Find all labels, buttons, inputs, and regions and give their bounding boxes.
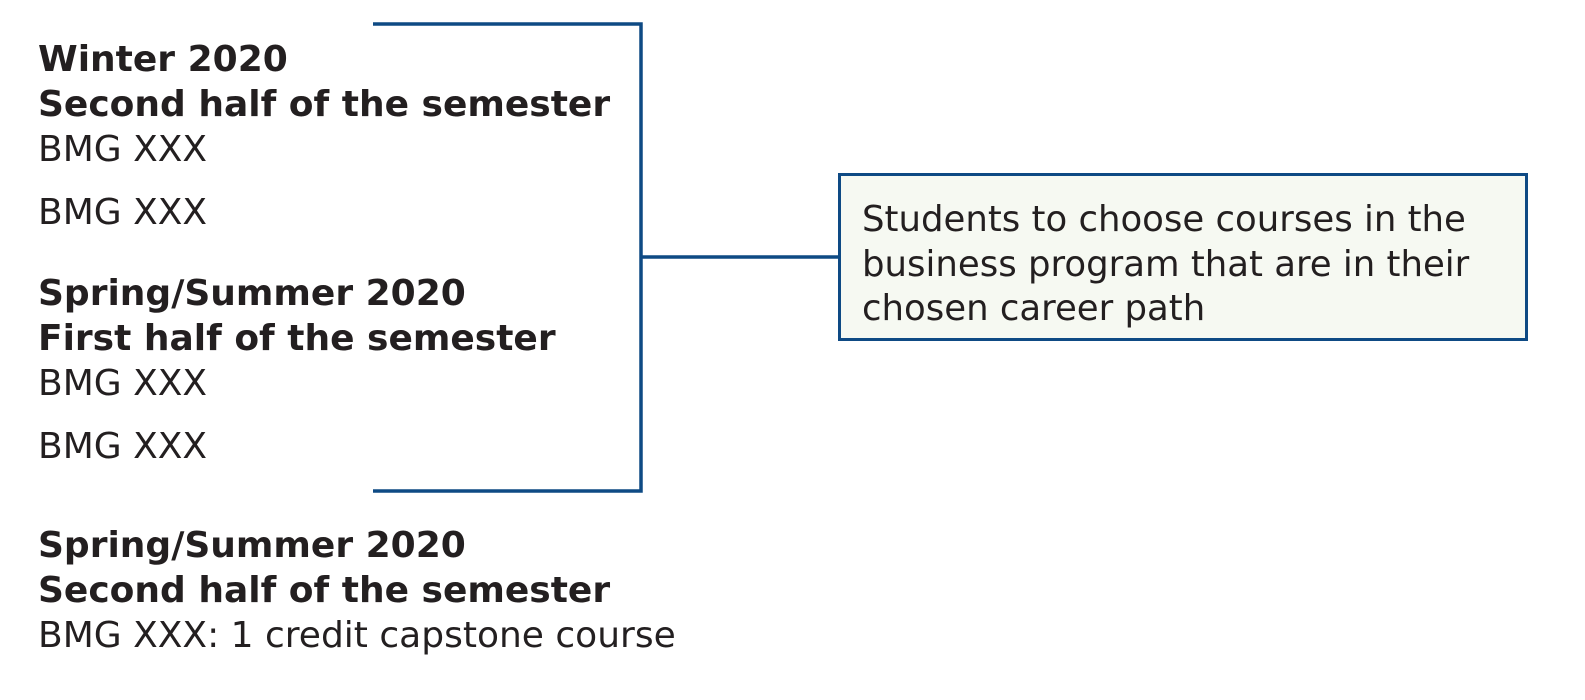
term-block-winter-2020-second-half: Winter 2020 Second half of the semester … — [38, 37, 610, 235]
term-half: First half of the semester — [38, 318, 556, 359]
term-title: Spring/Summer 2020 — [38, 273, 466, 314]
term-title: Spring/Summer 2020 — [38, 525, 466, 566]
term-half: Second half of the semester — [38, 570, 611, 611]
bracket-line — [373, 22, 643, 493]
course-item: BMG XXX — [38, 426, 208, 467]
term-half: Second half of the semester — [38, 84, 611, 125]
term-block-spring-summer-2020-first-half: Spring/Summer 2020 First half of the sem… — [38, 271, 556, 469]
term-block-spring-summer-2020-second-half: Spring/Summer 2020 Second half of the se… — [38, 523, 676, 658]
capstone-course-item: BMG XXX: 1 credit capstone course — [38, 615, 676, 656]
course-item: BMG XXX — [38, 363, 208, 404]
course-item: BMG XXX — [38, 192, 208, 233]
elective-note-text: Students to choose courses in the busine… — [862, 199, 1470, 329]
course-item: BMG XXX — [38, 129, 208, 170]
elective-note-box: Students to choose courses in the busine… — [838, 173, 1528, 341]
term-title: Winter 2020 — [38, 39, 288, 80]
